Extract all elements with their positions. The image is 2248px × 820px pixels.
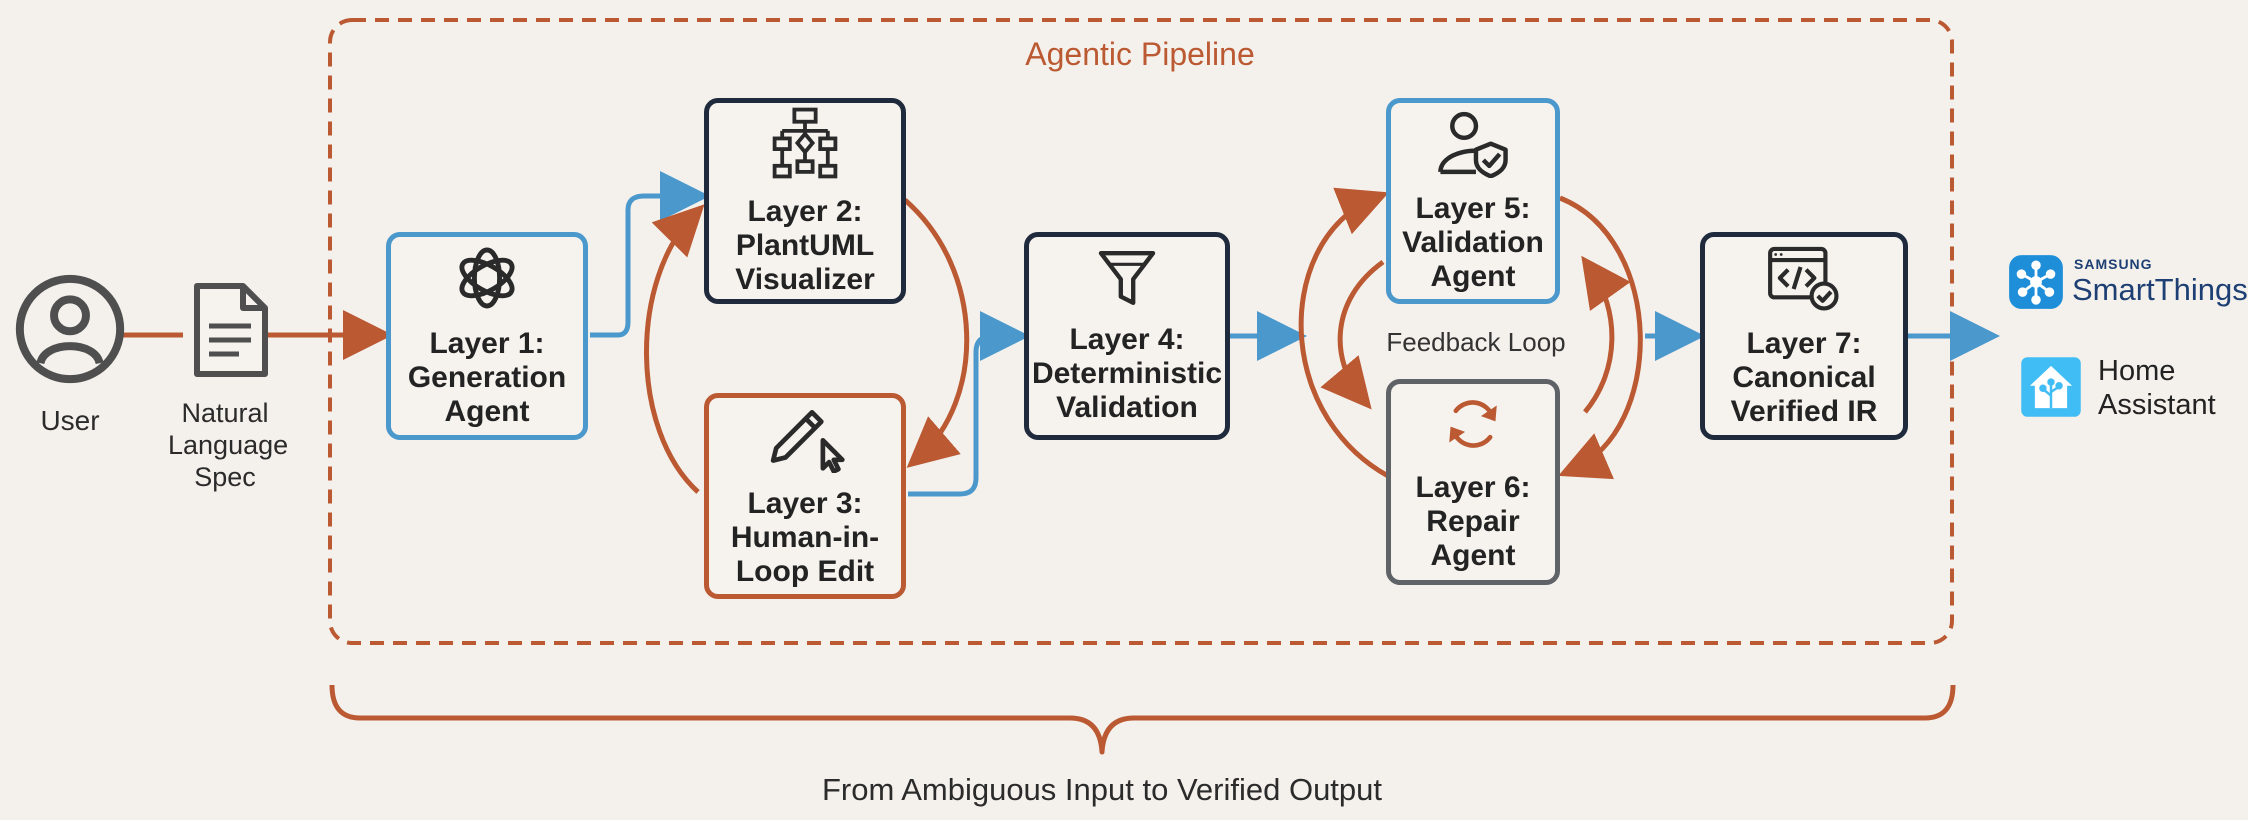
pipeline-title: Agentic Pipeline [1025, 36, 1255, 72]
loop-arc-outer-left [1298, 187, 1421, 493]
user-circle-icon [15, 274, 125, 384]
code-check-icon [1768, 246, 1839, 311]
loop-arc-inner-left [1320, 259, 1385, 410]
smartthings-name: SmartThings [2072, 272, 2248, 307]
user-label: User [40, 405, 100, 436]
spec-label: Natural Language Spec [168, 398, 289, 492]
user-shield-icon [1438, 111, 1508, 178]
layer3-label: Layer 3:Human-in-Loop Edit [730, 487, 880, 588]
loop-arc-inner-right [1581, 255, 1631, 414]
openai-logo-icon [459, 247, 515, 309]
smartthings-logo-icon [2009, 255, 2063, 309]
arrow-layer2-to-layer3 [903, 198, 970, 468]
bottom-brace [329, 684, 1956, 755]
home-assistant-target: Home Assistant [2020, 354, 2245, 434]
refresh-icon [1449, 400, 1497, 448]
funnel-icon [1098, 251, 1156, 305]
smartthings-target: SAMSUNG SmartThings [2008, 254, 2248, 314]
arrow-layer3-to-layer2 [644, 204, 705, 494]
flowchart-icon [772, 107, 838, 179]
feedback-loop-label: Feedback Loop [1386, 327, 1566, 357]
arrow-layer3-to-layer4 [908, 311, 1030, 497]
user-node: User [10, 272, 130, 437]
home-assistant-logo-icon [2021, 357, 2081, 417]
document-icon [194, 283, 268, 377]
arrow-layer1-to-layer2 [590, 171, 710, 338]
bottom-caption: From Ambiguous Input to Verified Output [821, 772, 1383, 807]
loop-arc-outer-right [1558, 195, 1643, 480]
spec-node: Natural Language Spec [168, 280, 289, 493]
smartthings-brand: SAMSUNG [2074, 256, 2153, 272]
pencil-cursor-icon [770, 410, 845, 473]
layer3-human-in-loop-edit[interactable]: Layer 3:Human-in-Loop Edit [704, 393, 906, 599]
pipeline-frame [328, 18, 1954, 645]
home-assistant-label: Home Assistant [2098, 355, 2216, 421]
